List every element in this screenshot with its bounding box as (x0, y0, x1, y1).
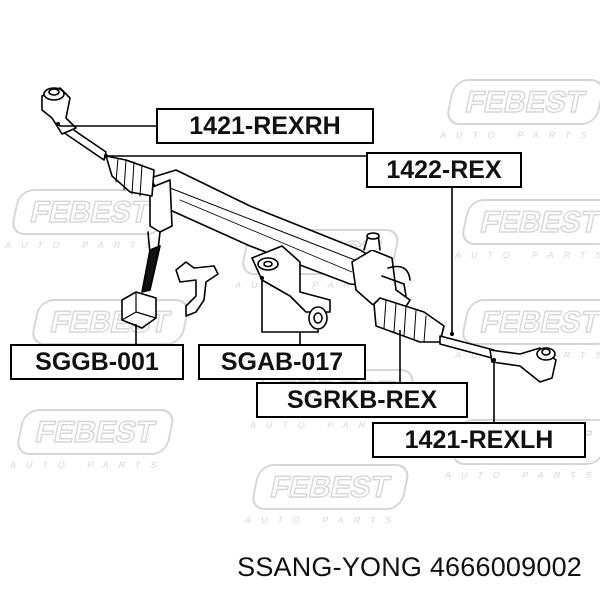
part-label-sggb-001: SGGB-001 (10, 344, 184, 380)
leader-1422-rex (106, 155, 453, 334)
leader-dots (56, 122, 496, 362)
stabilizer-bar (141, 245, 161, 293)
svg-text:FEBEST: FEBEST (33, 416, 159, 449)
stabilizer-bracket (175, 261, 219, 317)
svg-text:AUTO PARTS: AUTO PARTS (439, 130, 598, 140)
svg-text:AUTO PARTS: AUTO PARTS (4, 240, 163, 250)
watermark-tile: FEBEST AUTO PARTS (9, 409, 174, 470)
steering-boot-right (373, 297, 445, 343)
svg-text:FEBEST: FEBEST (478, 306, 600, 339)
part-label-sgab-017: SGAB-017 (198, 344, 366, 380)
watermark-tile: FEBEST AUTO PARTS (244, 464, 409, 525)
part-label-1422-rex: 1422-REX (366, 152, 522, 188)
svg-text:FEBEST: FEBEST (463, 86, 589, 119)
tie-rod-end-right (489, 347, 557, 383)
leader-sgab-017 (261, 278, 319, 348)
watermark-tile: FEBEST AUTO PARTS (454, 199, 600, 260)
housing-mount-left (149, 179, 173, 233)
part-label-1421-rexlh: 1421-REXLH (372, 422, 586, 458)
svg-text:FEBEST: FEBEST (478, 206, 600, 239)
svg-text:AUTO PARTS: AUTO PARTS (244, 515, 403, 525)
svg-text:FEBEST: FEBEST (28, 196, 154, 229)
vehicle-part-caption: SSANG-YONG 4666009002 (237, 552, 582, 582)
tie-rod-end-left (41, 87, 77, 135)
watermark-tile: FEBEST AUTO PARTS (4, 189, 169, 250)
svg-text:AUTO PARTS: AUTO PARTS (9, 460, 168, 470)
pinion-valve (351, 249, 411, 317)
svg-text:AUTO PARTS: AUTO PARTS (454, 250, 600, 260)
svg-text:AUTO PARTS: AUTO PARTS (234, 280, 393, 290)
svg-text:AUTO PARTS: AUTO PARTS (444, 470, 600, 480)
steering-boot-left (105, 155, 155, 197)
part-label-1421-rexrh: 1421-REXRH (156, 108, 374, 144)
svg-text:AUTO PARTS: AUTO PARTS (249, 420, 408, 430)
leader-lines (57, 123, 495, 424)
steering-rack-assembly (41, 87, 557, 383)
arm-bushing-part (308, 306, 328, 330)
stabilizer-bushing-part (121, 291, 157, 329)
svg-text:FEBEST: FEBEST (268, 471, 394, 504)
part-label-sgrkb-rex: SGRKB-REX (256, 382, 468, 418)
watermark-tile: FEBEST AUTO PARTS (439, 79, 600, 140)
